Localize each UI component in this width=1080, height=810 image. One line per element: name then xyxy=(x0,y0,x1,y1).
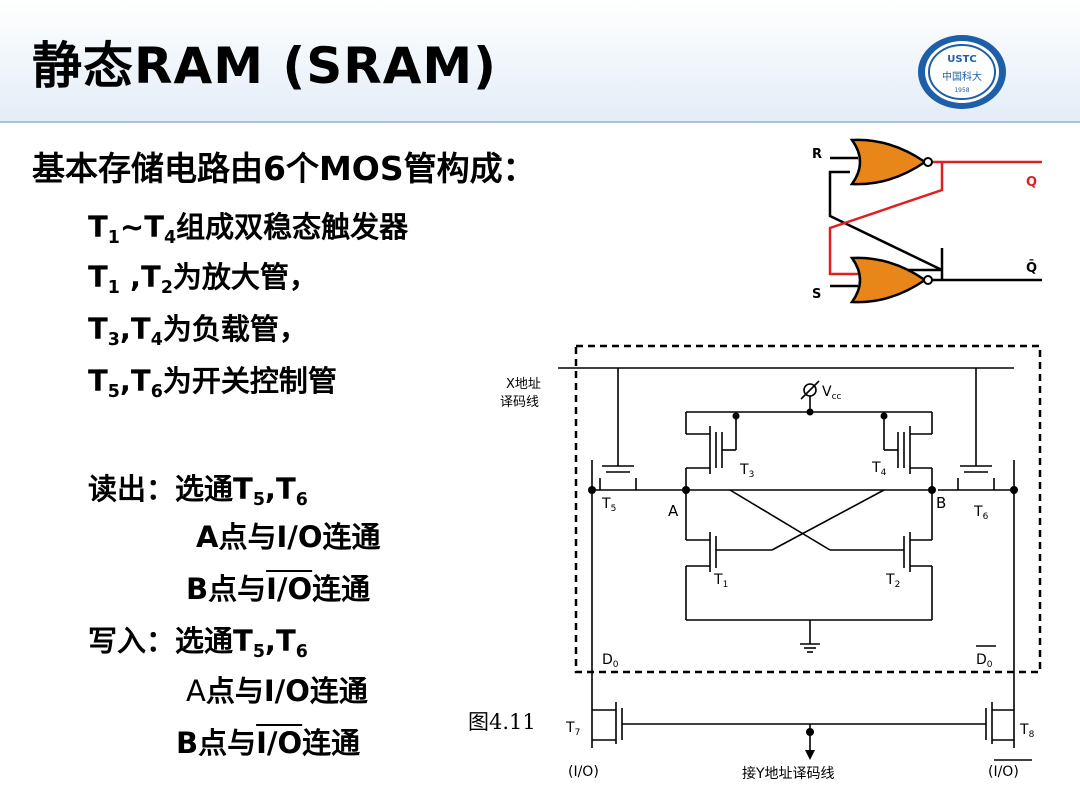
read-b-line: B点与I/O连通 xyxy=(186,572,371,606)
latch-r-label: R xyxy=(812,147,822,162)
nor-gate-top-icon xyxy=(849,138,928,186)
node-b-label: B xyxy=(936,494,946,512)
t4-label: T4 xyxy=(871,460,887,478)
t8-label: T8 xyxy=(1019,722,1035,740)
latch-s-label: S xyxy=(812,287,821,302)
item-line-1: T1~T4组成双稳态触发器 xyxy=(88,210,409,249)
write-a-line: A点与I/O连通 xyxy=(186,674,368,708)
slide-title: 静态RAM (SRAM) xyxy=(32,37,498,95)
heading-text: 基本存储电路由6个MOS管构成： xyxy=(32,149,536,188)
t2-label: T2 xyxy=(885,572,900,590)
t1-label: T1 xyxy=(713,572,728,590)
read-a-line: A点与I/O连通 xyxy=(196,520,381,554)
logo-year: 1958 xyxy=(954,87,969,94)
header-divider xyxy=(0,121,1080,123)
header-band xyxy=(0,0,1080,122)
logo-subtext: 中国科大 xyxy=(942,70,982,83)
x-addr-label-2: 译码线 xyxy=(500,395,539,410)
x-addr-label-1: X地址 xyxy=(506,377,541,392)
item-line-2: T1 ,T2为放大管， xyxy=(88,260,318,299)
sram-circuit-diagram: Vcc X地址 译码线 T3 T4 T5 T6 T1 T2 T7 T8 A B … xyxy=(500,344,1042,782)
io-left-label: (I/O) xyxy=(568,764,599,780)
vcc-symbol-icon xyxy=(800,380,820,400)
item-line-3: T3,T4为负载管， xyxy=(88,312,308,351)
write-line: 写入：选通T5,T6 xyxy=(88,624,308,663)
vcc-label: Vcc xyxy=(822,384,842,402)
t3-label: T3 xyxy=(739,462,754,480)
read-line: 读出：选通T5,T6 xyxy=(88,472,308,511)
ustc-logo-icon: USTC 中国科大 1958 xyxy=(918,35,1006,109)
figure-label: 图4.11 xyxy=(468,710,536,734)
latch-q-label: Q xyxy=(1026,175,1037,190)
y-addr-label: 接Y地址译码线 xyxy=(742,765,835,782)
nor-gate-bottom-icon xyxy=(849,256,928,304)
cell-boundary xyxy=(574,344,1042,674)
t5-label: T5 xyxy=(601,496,616,514)
d0bar-label: D0 xyxy=(976,652,993,670)
latch-qbar-label: Q̄ xyxy=(1026,260,1037,276)
t6-label: T6 xyxy=(973,504,989,522)
io-right-label: (I/O) xyxy=(988,764,1019,780)
item-line-4: T5,T6为开关控制管 xyxy=(88,364,337,403)
write-b-line: B点与I/O连通 xyxy=(176,726,361,760)
t7-label: T7 xyxy=(565,720,580,738)
node-a-label: A xyxy=(668,502,679,520)
d0-label: D0 xyxy=(602,652,619,670)
logo-text: USTC xyxy=(947,54,976,65)
rs-latch-diagram: R S Q Q̄ xyxy=(812,138,1042,304)
